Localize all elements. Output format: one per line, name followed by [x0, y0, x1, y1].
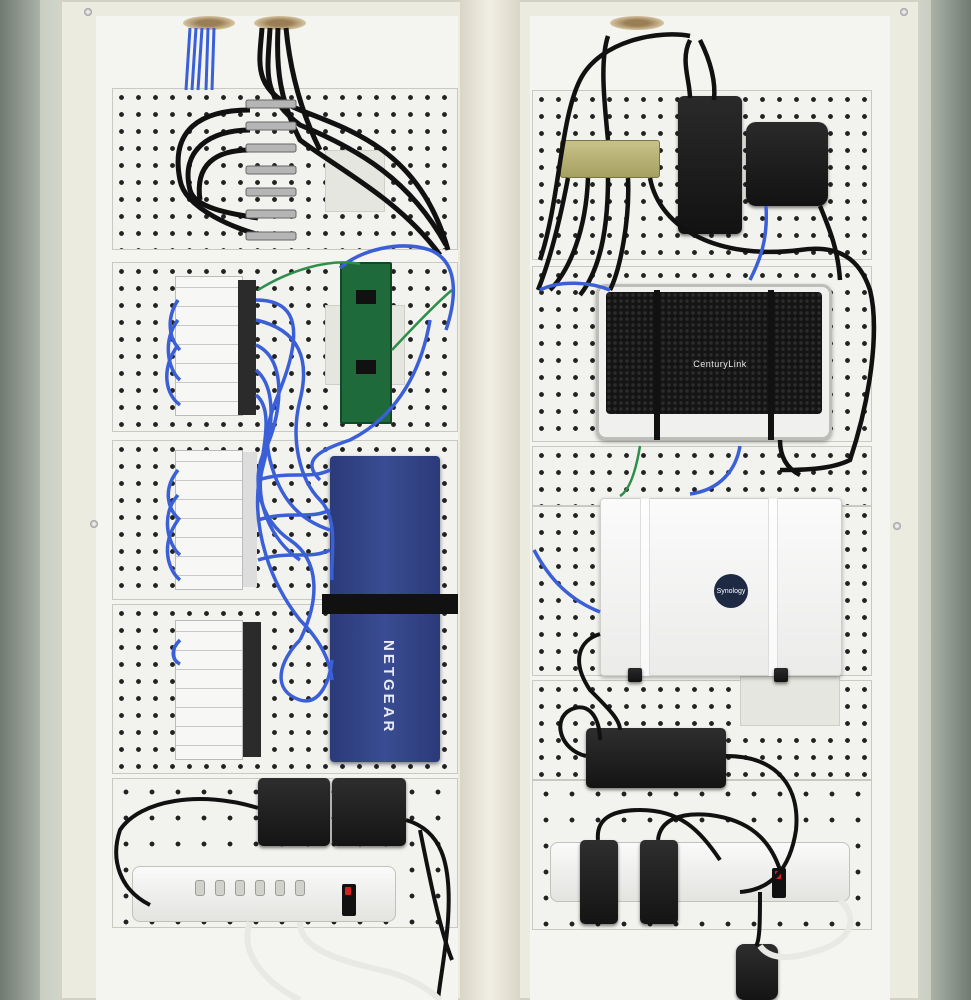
left-plate-upper — [112, 262, 458, 432]
ethernet-patch-panel-lower — [175, 620, 243, 760]
nas-brand-label: Synology — [716, 587, 746, 595]
outlet-icon — [195, 880, 205, 896]
outlet-icon — [215, 880, 225, 896]
patch-panel-keystone-column — [243, 622, 261, 757]
screw-icon — [900, 8, 908, 16]
right-plate-mid — [532, 446, 872, 506]
outlet-icon — [235, 880, 245, 896]
wall-wart-adapter — [640, 840, 678, 924]
power-adapter — [258, 778, 330, 846]
ethernet-patch-panel-middle — [175, 450, 243, 590]
router-strap — [654, 290, 660, 440]
switch-brand-label: NETGEAR — [380, 640, 397, 735]
router-brand-label: CenturyLink — [693, 359, 747, 369]
outlet-row — [195, 880, 335, 900]
cable-grommet — [183, 16, 235, 30]
moca-adapter — [678, 96, 742, 234]
left-plate-coax — [112, 88, 458, 250]
patch-panel-label-strip — [243, 452, 257, 587]
screw-icon — [90, 520, 98, 528]
nas-foot — [628, 668, 642, 682]
power-adapter — [332, 778, 406, 846]
center-divider — [460, 0, 520, 1000]
outlet-icon — [255, 880, 265, 896]
power-brick — [586, 728, 726, 788]
switch-brand-area: NETGEAR — [380, 640, 398, 740]
patch-panel-keystone-column — [238, 280, 256, 415]
cable-grommet — [610, 16, 664, 30]
outlet-icon — [295, 880, 305, 896]
board-chip — [356, 290, 376, 304]
left-glass-door-edge — [0, 0, 40, 1000]
plate-cutout — [740, 676, 840, 726]
power-plug — [736, 944, 778, 1000]
right-glass-door-edge — [931, 0, 971, 1000]
screw-icon — [893, 522, 901, 530]
router-brand-area: CenturyLink — [680, 352, 760, 369]
wall-wart-adapter — [580, 840, 618, 924]
ethernet-patch-panel-upper — [175, 276, 243, 416]
cable-grommet — [254, 16, 306, 30]
screw-icon — [84, 8, 92, 16]
board-chip — [356, 360, 376, 374]
power-switch-icon — [772, 868, 786, 898]
nas-zip-tie — [768, 498, 778, 676]
nas-zip-tie — [640, 498, 650, 676]
velcro-strap — [322, 594, 458, 614]
telephone-distribution-board — [340, 262, 392, 424]
plate-cutout — [325, 150, 385, 212]
nas-foot — [774, 668, 788, 682]
outlet-icon — [275, 880, 285, 896]
wifi-access-point — [746, 122, 828, 206]
router-strap — [768, 290, 774, 440]
power-switch-icon — [342, 884, 356, 916]
synology-badge-icon: Synology — [714, 574, 748, 608]
coax-splitter — [560, 140, 660, 178]
